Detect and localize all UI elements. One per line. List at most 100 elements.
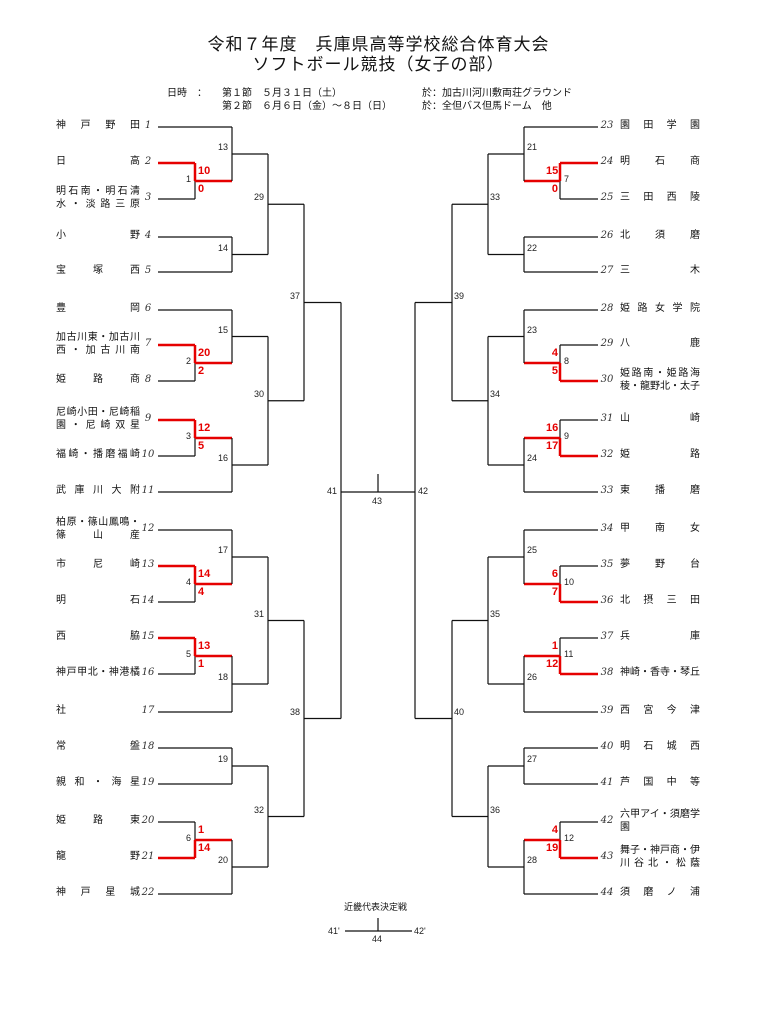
match-number: 11 xyxy=(564,649,574,659)
seed-number: 23 xyxy=(600,120,614,131)
team-name-line2: 園 xyxy=(620,822,630,833)
seed-number: 43 xyxy=(600,851,614,862)
match-number: 30 xyxy=(254,388,265,399)
team-name: 園田学園 xyxy=(620,120,700,131)
kinki-right-number: 42' xyxy=(414,926,426,936)
team-name: 親和・海星 xyxy=(56,777,140,788)
team-name: 芦国中等 xyxy=(620,777,700,788)
team-name: 東播磨 xyxy=(620,485,700,496)
team-name-line1: 明石南・明石清 xyxy=(56,186,140,197)
schedule-label: 日時 ： xyxy=(167,88,207,99)
match-number: 6 xyxy=(186,833,192,843)
seed-number: 7 xyxy=(144,338,152,349)
match-number: 40 xyxy=(454,706,465,717)
team-name-line1: 加古川東・加古川 xyxy=(56,332,140,343)
score-bottom: 19 xyxy=(546,842,559,854)
seed-number: 14 xyxy=(141,595,155,606)
team-name: 明石城西 xyxy=(620,741,700,752)
score-top: 12 xyxy=(198,422,211,434)
match-number: 2 xyxy=(186,356,192,366)
seed-number: 24 xyxy=(600,156,614,167)
team-name: 姫路商 xyxy=(56,374,140,385)
team-name: 宝塚西 xyxy=(56,265,140,276)
team-name: 神戸野田 xyxy=(56,120,140,131)
match-number: 23 xyxy=(527,324,538,335)
team-name: 豊岡 xyxy=(56,303,140,314)
match-number: 15 xyxy=(218,324,229,335)
match-number: 32 xyxy=(254,804,265,815)
score-bottom: 5 xyxy=(551,365,558,377)
match-number: 22 xyxy=(527,242,538,253)
match-number: 13 xyxy=(218,142,229,152)
team-name: 姫路東 xyxy=(56,815,140,826)
seed-number: 17 xyxy=(141,705,155,716)
team-name-line2: 西・加古川南 xyxy=(56,345,140,356)
match-number: 21 xyxy=(527,142,538,152)
match-number: 12 xyxy=(564,833,575,843)
seed-number: 2 xyxy=(144,156,152,167)
match-number: 34 xyxy=(490,388,501,399)
match-number: 35 xyxy=(490,608,501,619)
seed-number: 9 xyxy=(144,413,152,424)
score-top: 1 xyxy=(551,640,558,652)
score-top: 20 xyxy=(198,347,211,359)
team-name: 龍野 xyxy=(56,851,140,862)
score-top: 4 xyxy=(551,824,558,836)
seed-number: 21 xyxy=(141,851,155,862)
seed-number: 15 xyxy=(141,631,155,642)
team-name: 市尼崎 xyxy=(56,559,140,570)
seed-number: 22 xyxy=(141,887,155,898)
seed-number: 44 xyxy=(600,887,614,898)
seed-number: 8 xyxy=(144,374,152,385)
match-number: 31 xyxy=(254,608,265,619)
score-bottom: 17 xyxy=(546,440,559,452)
team-name-line1: 舞子・神戸商・伊 xyxy=(620,845,700,856)
team-name-line1: 姫路南・姫路海 xyxy=(620,368,700,379)
team-name: 北須磨 xyxy=(620,230,700,241)
seed-number: 36 xyxy=(600,595,614,606)
score-top: 1 xyxy=(198,824,205,836)
match-number: 28 xyxy=(527,855,538,865)
match-number: 37 xyxy=(290,290,301,301)
seed-number: 38 xyxy=(600,667,614,678)
seed-number: 16 xyxy=(141,667,155,678)
match-number: 25 xyxy=(527,545,538,555)
seed-number: 1 xyxy=(144,120,152,131)
seed-number: 42 xyxy=(600,815,614,826)
team-name-line2: 水・淡路三原 xyxy=(56,199,140,210)
match-number: 41 xyxy=(327,486,338,496)
match-number: 38 xyxy=(290,706,301,717)
kinki-left-number: 41' xyxy=(328,926,340,936)
seed-number: 12 xyxy=(141,523,155,534)
schedule-venue-1: 於：加古川河川敷両荘グラウンド xyxy=(422,88,572,99)
team-name-line2: 園・尼崎双星 xyxy=(56,420,140,431)
seed-number: 11 xyxy=(141,485,155,496)
team-name: 西宮今津 xyxy=(620,705,700,716)
team-name: 武庫川大附 xyxy=(56,485,140,496)
seed-number: 3 xyxy=(144,192,152,203)
seed-number: 31 xyxy=(600,413,614,424)
seed-number: 10 xyxy=(141,449,155,460)
match-number: 20 xyxy=(218,855,229,865)
team-name: 三木 xyxy=(620,265,700,276)
match-number: 19 xyxy=(218,754,229,764)
match-number: 18 xyxy=(218,672,229,682)
team-name: 北摂三田 xyxy=(620,595,700,606)
score-bottom: 14 xyxy=(198,842,211,854)
score-top: 16 xyxy=(546,422,559,434)
match-number: 3 xyxy=(186,431,192,441)
match-number: 7 xyxy=(564,174,570,184)
score-bottom: 7 xyxy=(551,586,558,598)
team-name-line1: 六甲アイ・須磨学 xyxy=(620,809,700,820)
team-name: 明石 xyxy=(56,595,140,606)
seed-number: 6 xyxy=(144,303,152,314)
score-bottom: 5 xyxy=(198,440,205,452)
seed-number: 13 xyxy=(141,559,155,570)
match-number: 33 xyxy=(490,192,501,203)
score-bottom: 4 xyxy=(198,586,205,598)
team-name: 姫路 xyxy=(620,449,700,460)
seed-number: 20 xyxy=(141,815,155,826)
seed-number: 18 xyxy=(141,741,155,752)
match-number: 14 xyxy=(218,242,229,253)
kinki-match-number: 44 xyxy=(372,934,383,944)
